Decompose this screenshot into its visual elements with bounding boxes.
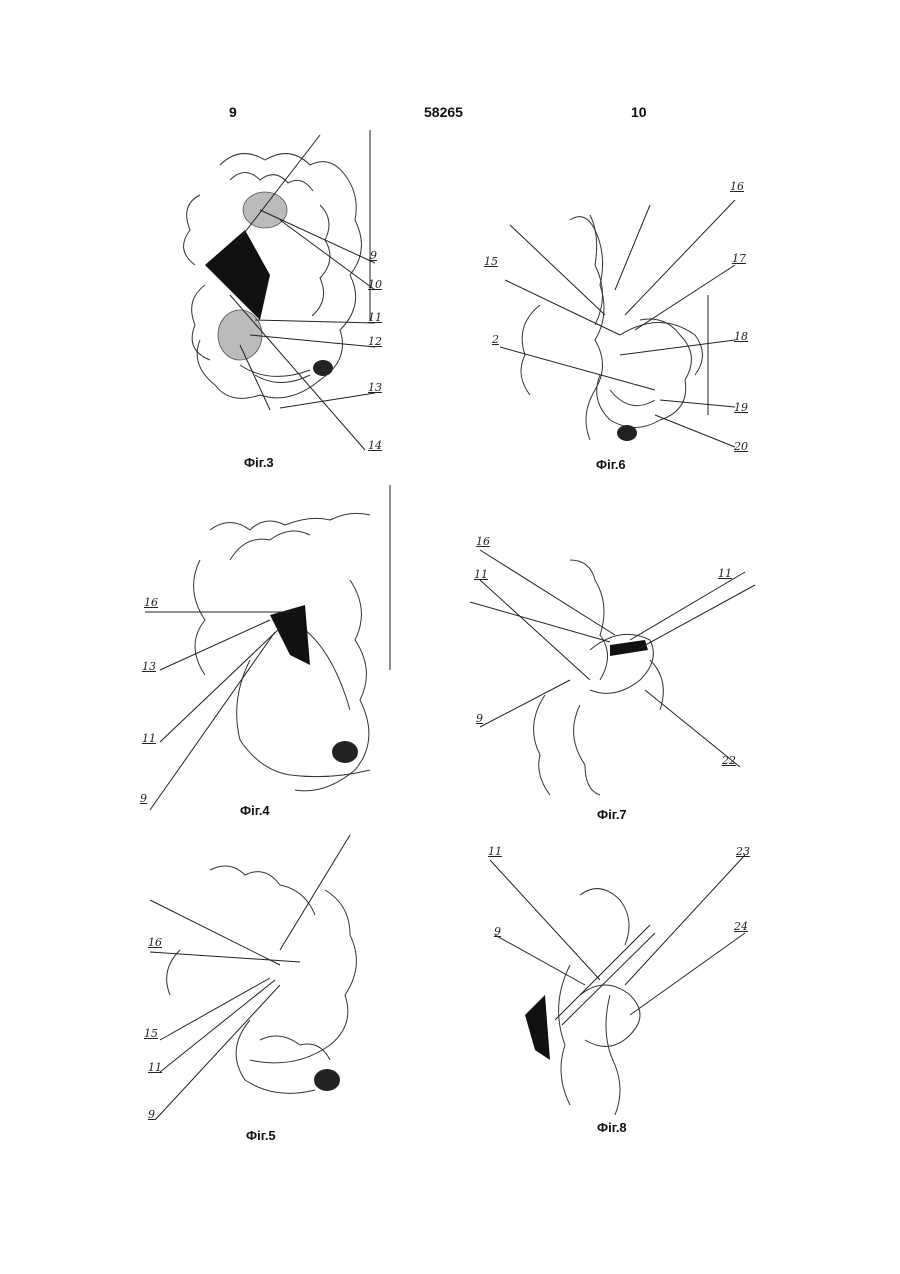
fig8-label-9: 9: [494, 925, 501, 938]
figure-4: 16 13 11 9: [140, 480, 400, 810]
fig6-label-2: 2: [492, 333, 499, 346]
fig3-label-12: 12: [368, 335, 382, 348]
figure-5-drawing: [140, 830, 390, 1130]
figure-7-caption: Фіг.7: [597, 807, 627, 822]
fig6-label-15: 15: [484, 255, 498, 268]
fig4-label-16: 16: [144, 596, 158, 609]
figure-8-caption: Фіг.8: [597, 1120, 627, 1135]
figure-6-caption: Фіг.6: [596, 457, 626, 472]
figure-4-caption: Фіг.4: [240, 803, 270, 818]
left-page-number: 9: [229, 104, 237, 120]
fig6-label-19: 19: [734, 401, 748, 414]
fig3-label-13: 13: [368, 381, 382, 394]
fig5-label-11: 11: [148, 1061, 162, 1074]
fig5-label-15: 15: [144, 1027, 158, 1040]
figure-6-drawing: [480, 175, 760, 460]
figure-6: 16 15 17 2 18 19 20: [480, 175, 760, 460]
fig3-label-11: 11: [368, 311, 382, 324]
fig6-label-16: 16: [730, 180, 744, 193]
fig3-label-10: 10: [368, 278, 382, 291]
fig4-label-11: 11: [142, 732, 156, 745]
fig7-label-11-right: 11: [718, 567, 732, 580]
fig7-label-16: 16: [476, 535, 490, 548]
fig4-label-9: 9: [140, 792, 147, 805]
fig8-label-24: 24: [734, 920, 748, 933]
fig5-label-9: 9: [148, 1108, 155, 1121]
fig7-label-9: 9: [476, 712, 483, 725]
fig3-label-9: 9: [370, 249, 377, 262]
figure-8-drawing: [480, 845, 760, 1115]
figure-3: 9 10 11 12 13 14: [160, 125, 400, 460]
fig8-label-23: 23: [736, 845, 750, 858]
document-number: 58265: [424, 104, 463, 120]
figure-3-caption: Фіг.3: [244, 455, 274, 470]
figure-8: 11 23 9 24: [480, 845, 760, 1115]
fig6-label-18: 18: [734, 330, 748, 343]
fig7-label-11-left: 11: [474, 568, 488, 581]
figure-4-drawing: [140, 480, 400, 810]
fig7-label-22: 22: [722, 754, 736, 767]
figure-5: 16 15 11 9: [140, 830, 390, 1130]
figure-5-caption: Фіг.5: [246, 1128, 276, 1143]
figure-3-drawing: [160, 125, 400, 460]
fig5-label-16: 16: [148, 936, 162, 949]
fig3-label-14: 14: [368, 439, 382, 452]
figure-7-drawing: [470, 530, 760, 800]
fig8-label-11: 11: [488, 845, 502, 858]
fig6-label-17: 17: [732, 252, 746, 265]
right-page-number: 10: [631, 104, 647, 120]
figure-7: 16 11 11 9 22: [470, 530, 760, 800]
fig4-label-13: 13: [142, 660, 156, 673]
fig6-label-20: 20: [734, 440, 748, 453]
